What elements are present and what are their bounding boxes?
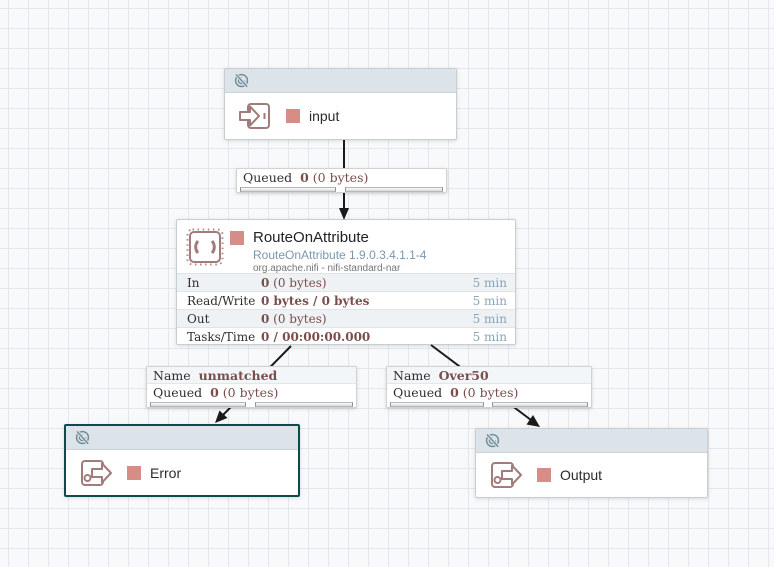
output-port-error-component[interactable]: Error — [64, 424, 300, 497]
stat-row-in: In 0 (0 bytes) 5 min — [177, 273, 515, 291]
processor-routeonattribute[interactable]: RouteOnAttribute RouteOnAttribute 1.9.0.… — [176, 219, 516, 345]
queue-count-bar — [150, 402, 247, 407]
output-port-name: Output — [560, 467, 603, 483]
stat-window: 5 min — [472, 311, 507, 326]
queue-size-bar — [344, 187, 443, 192]
output-port-output-component[interactable]: Output — [475, 428, 708, 498]
connection-label-over50[interactable]: Name Over50 Queued 0 (0 bytes) — [386, 366, 592, 408]
output-port-header — [476, 429, 707, 453]
queue-indicator-bars — [147, 401, 356, 408]
processor-name: RouteOnAttribute — [253, 229, 369, 246]
stat-label: In — [187, 275, 200, 290]
queued-row: Queued 0 (0 bytes) — [243, 170, 369, 185]
stat-row-out: Out 0 (0 bytes) 5 min — [177, 309, 515, 327]
stat-row-readwrite: Read/Write 0 bytes / 0 bytes 5 min — [177, 291, 515, 309]
transmission-disabled-icon — [234, 73, 249, 88]
input-port-component[interactable]: input — [224, 68, 457, 140]
processor-bundle: org.apache.nifi - nifi-standard-nar — [253, 262, 401, 274]
input-port-name: input — [309, 108, 340, 124]
queued-row: Queued 0 (0 bytes) — [153, 385, 279, 400]
stat-window: 5 min — [472, 329, 507, 344]
run-status-stopped-icon — [537, 468, 551, 482]
name-row: Name Over50 — [387, 367, 591, 384]
connection-label-input-to-processor[interactable]: Queued 0 (0 bytes) — [236, 168, 447, 193]
connection-label-unmatched[interactable]: Name unmatched Queued 0 (0 bytes) — [146, 366, 357, 408]
stat-value: 0 / 00:00:00.000 — [261, 329, 371, 344]
processor-stamp-icon — [186, 228, 224, 266]
queued-row: Queued 0 (0 bytes) — [393, 385, 519, 400]
stat-window: 5 min — [472, 275, 507, 290]
queue-size-bar — [492, 402, 588, 407]
arrowhead-icon — [526, 415, 540, 427]
input-port-header — [225, 69, 456, 93]
stat-value: 0 (0 bytes) — [261, 275, 327, 290]
arrowhead-icon — [215, 410, 228, 423]
stat-row-taskstime: Tasks/Time 0 / 00:00:00.000 5 min — [177, 327, 515, 345]
queue-count-bar — [390, 402, 484, 407]
queue-size-bar — [254, 402, 353, 407]
run-status-stopped-icon — [286, 109, 300, 123]
run-status-stopped-icon — [127, 465, 141, 480]
stat-window: 5 min — [472, 293, 507, 308]
transmission-disabled-icon — [485, 433, 500, 448]
stat-value: 0 bytes / 0 bytes — [261, 293, 370, 308]
name-row: Name unmatched — [147, 367, 356, 384]
run-status-stopped-icon — [230, 231, 244, 245]
output-port-icon — [81, 459, 112, 486]
stat-value: 0 (0 bytes) — [261, 311, 327, 326]
error-port-header — [66, 426, 298, 450]
processor-header: RouteOnAttribute RouteOnAttribute 1.9.0.… — [177, 220, 515, 274]
error-port-name: Error — [150, 464, 182, 481]
queue-indicator-bars — [387, 401, 591, 408]
output-port-icon — [491, 462, 522, 488]
queue-count-bar — [240, 187, 337, 192]
stat-label: Tasks/Time — [187, 329, 256, 344]
transmission-disabled-icon — [75, 430, 90, 445]
input-port-icon — [239, 103, 270, 129]
processor-version: RouteOnAttribute 1.9.0.3.4.1.1-4 — [253, 247, 427, 262]
stat-label: Out — [187, 311, 210, 326]
stat-label: Read/Write — [187, 293, 256, 308]
queue-indicator-bars — [237, 186, 446, 193]
